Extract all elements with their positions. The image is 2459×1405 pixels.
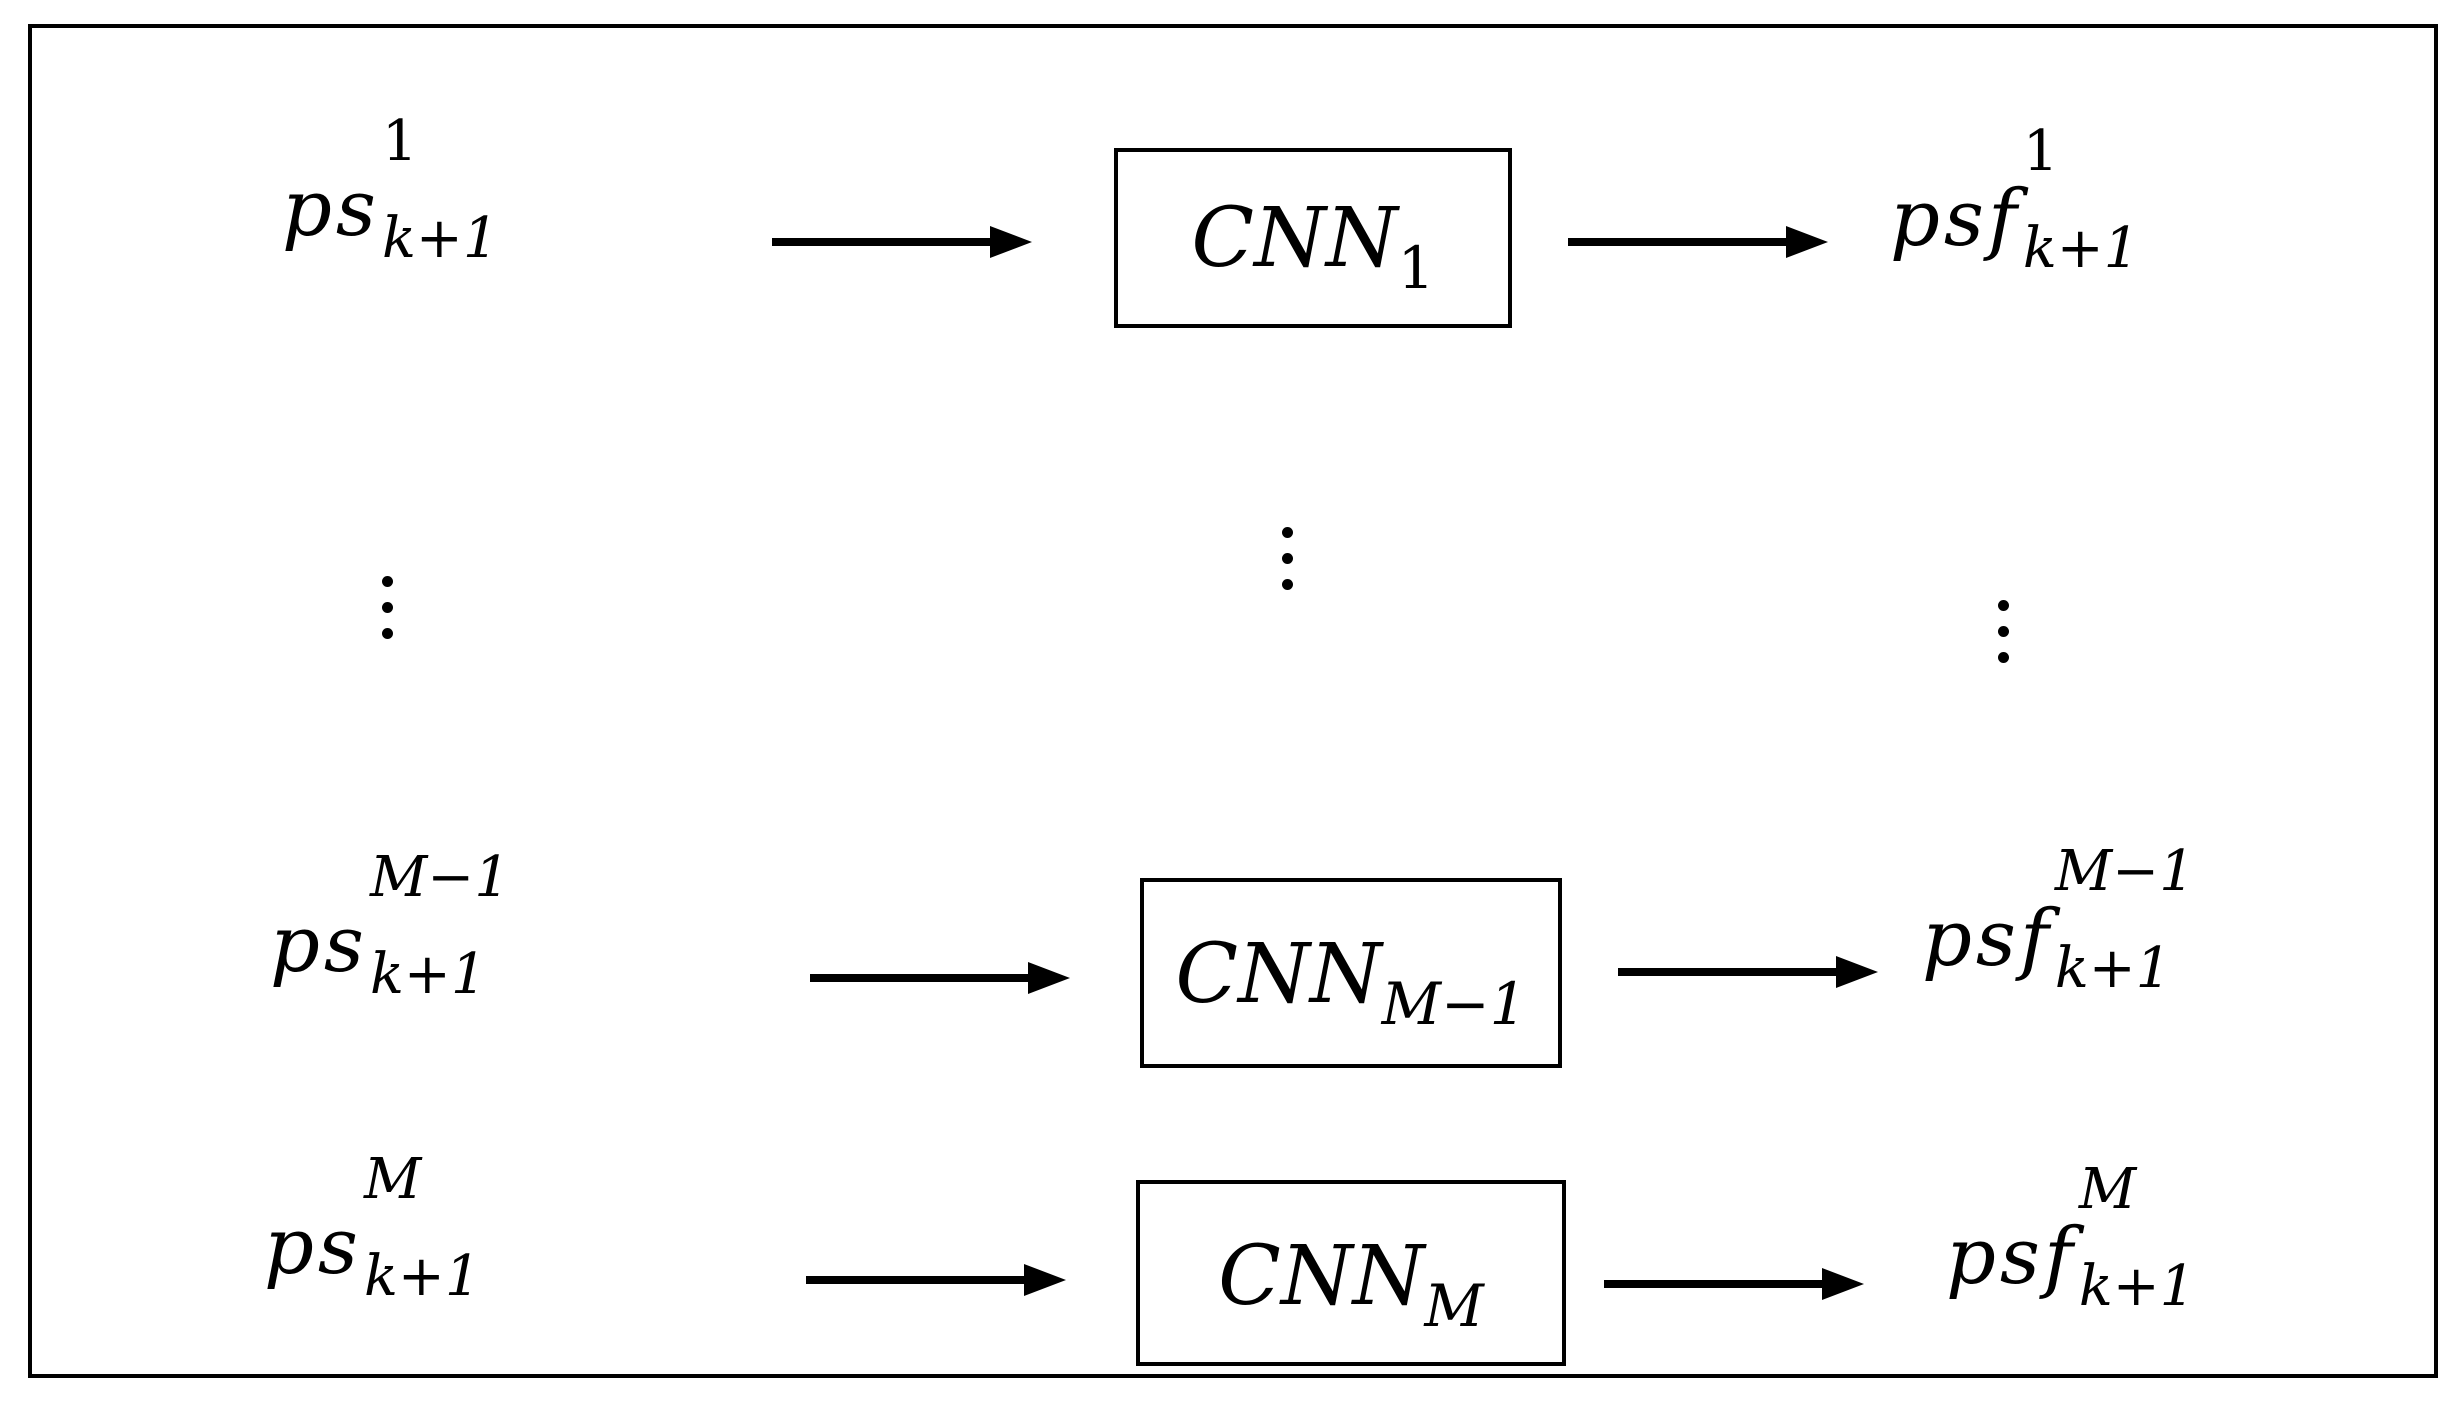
diagram-frame xyxy=(28,24,2438,1378)
input-label-1-base: ps xyxy=(282,164,380,254)
arrow-output-m xyxy=(1604,1264,1864,1304)
vertical-ellipsis-right xyxy=(1994,600,2014,670)
output-label-m-sup: M xyxy=(2078,1157,2137,1222)
cnn-block-1-sub: 1 xyxy=(1397,234,1435,302)
output-label-m-minus-1-sub: k+1 xyxy=(2054,936,2172,1001)
input-label-m-minus-1-sup: M−1 xyxy=(369,845,510,910)
output-label-m-minus-1-sup: M−1 xyxy=(2054,839,2195,904)
input-label-m-minus-1-sub: k+1 xyxy=(369,942,487,1007)
output-label-m-minus-1-base: psf xyxy=(1922,894,2053,984)
cnn-block-1: CNN1 xyxy=(1114,148,1512,328)
arrow-input-1 xyxy=(772,222,1032,262)
cnn-block-m-minus-1-sub: M−1 xyxy=(1381,970,1527,1038)
output-label-1-sup: 1 xyxy=(2022,119,2059,184)
input-label-m-sup: M xyxy=(363,1147,422,1212)
vertical-ellipsis-middle xyxy=(1278,527,1298,597)
output-label-1-sub: k+1 xyxy=(2022,216,2140,281)
cnn-block-m-minus-1-label: CNNM−1 xyxy=(1175,927,1527,1038)
arrow-output-m-minus-1 xyxy=(1618,952,1878,992)
input-label-m-base: ps xyxy=(264,1202,362,1292)
arrow-output-1 xyxy=(1568,222,1828,262)
arrow-input-m xyxy=(806,1260,1066,1300)
cnn-block-m: CNNM xyxy=(1136,1180,1566,1366)
output-label-m-sub: k+1 xyxy=(2078,1254,2196,1319)
output-label-1-base: psf xyxy=(1890,174,2021,264)
cnn-block-m-minus-1: CNNM−1 xyxy=(1140,878,1562,1068)
cnn-block-m-sub: M xyxy=(1424,1272,1484,1340)
input-label-1-sup: 1 xyxy=(381,109,418,174)
cnn-block-1-label: CNN1 xyxy=(1191,191,1435,302)
input-label-m-sub: k+1 xyxy=(363,1244,481,1309)
input-label-1-sub: k+1 xyxy=(381,206,499,271)
vertical-ellipsis-left xyxy=(378,576,398,646)
arrow-input-m-minus-1 xyxy=(810,958,1070,998)
cnn-block-m-label: CNNM xyxy=(1218,1229,1484,1340)
input-label-m-minus-1-base: ps xyxy=(270,900,368,990)
output-label-m-base: psf xyxy=(1946,1212,2077,1302)
